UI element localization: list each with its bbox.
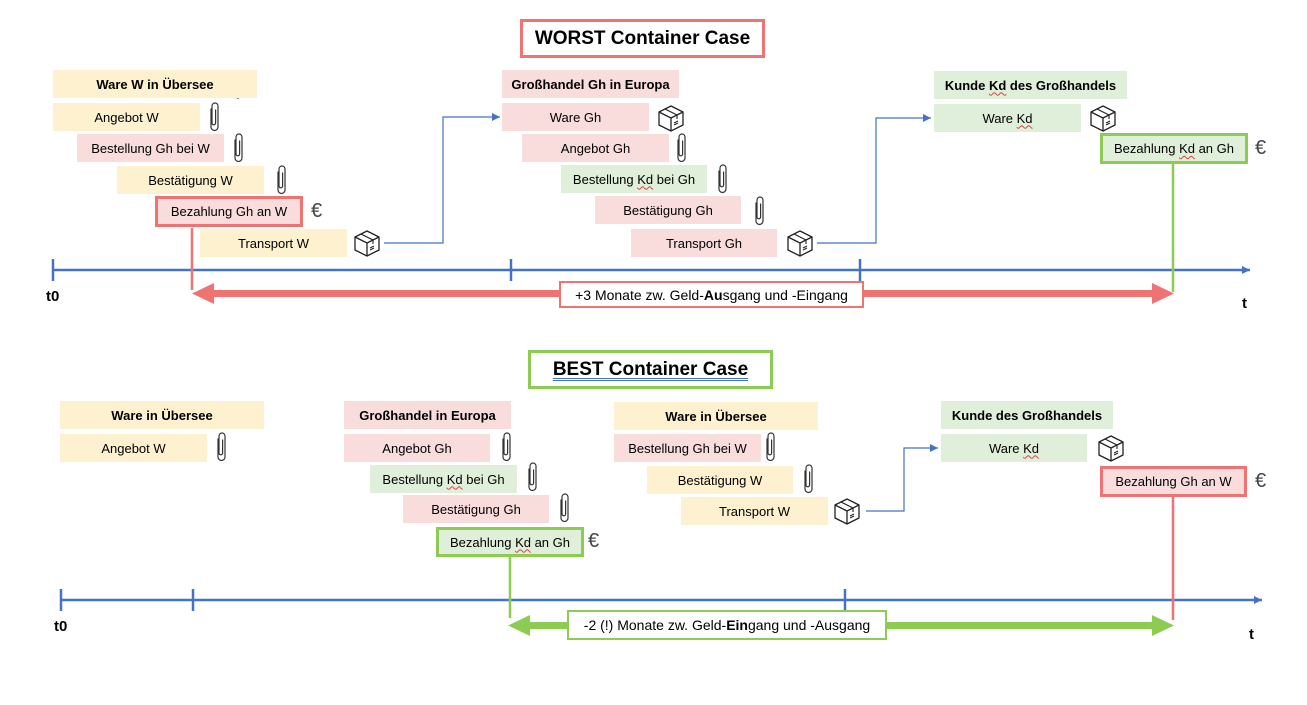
worst-kd-ware-pre: Ware (982, 110, 1017, 126)
best-w2-bestaetigung: Bestätigung W (647, 466, 793, 494)
package-icon (1090, 105, 1116, 132)
best-gh-bezahlung-pre: Bezahlung (450, 534, 516, 550)
worst-kd-header-kd: Kd (988, 77, 1007, 93)
best-gh-bestaetigung: Bestätigung Gh (403, 495, 549, 523)
euro-icon: € (588, 530, 600, 552)
best-gh-bestellung: Bestellung Kd bei Gh (370, 465, 517, 493)
worst-kd-header: Kunde Kd des Großhandels (934, 71, 1127, 99)
worst-kd-bezahlung-kd: Kd (1179, 141, 1195, 156)
best-w1-angebot: Angebot W (60, 434, 207, 462)
worst-kd-header-pre: Kunde (944, 77, 989, 93)
worst-w-bestellung: Bestellung Gh bei W (77, 134, 224, 162)
worst-w-bezahlung: Bezahlung Gh an W (155, 196, 303, 227)
worst-kd-bezahlung: Bezahlung Kd an Gh (1100, 133, 1248, 164)
worst-gh-transport: Transport Gh (631, 229, 777, 257)
best-w2-bestellung: Bestellung Gh bei W (614, 434, 761, 462)
best-note-bold: Ein (726, 617, 748, 633)
best-gh-bezahlung-post: an Gh (530, 534, 570, 550)
worst-kd-bezahlung-pre: Bezahlung (1114, 141, 1180, 156)
best-gh-bezahlung-kd: Kd (515, 534, 531, 550)
worst-connector-transport-w (384, 113, 500, 244)
worst-w-header: Ware W in Übersee (53, 70, 257, 98)
best-w2-transport: Transport W (681, 497, 828, 525)
best-kd-ware-pre: Ware (988, 440, 1024, 456)
best-duration-arrow-head-right (1152, 615, 1174, 636)
best-axis-start-label: t0 (54, 618, 68, 635)
best-w2-header: Ware in Übersee (614, 402, 818, 430)
package-icon (834, 498, 860, 525)
best-gh-header: Großhandel in Europa (344, 401, 511, 429)
worst-w-transport: Transport W (200, 229, 347, 257)
worst-w-bestaetigung: Bestätigung W (117, 166, 264, 194)
best-w1-header: Ware in Übersee (60, 401, 264, 429)
best-gh-bezahlung: Bezahlung Kd an Gh (436, 527, 584, 557)
best-kd-header: Kunde des Großhandels (941, 401, 1113, 429)
best-connector-transport-w (866, 444, 938, 512)
best-axis-end-label: t (1249, 626, 1254, 643)
package-icon (787, 230, 813, 257)
worst-gh-bestellung-post: bei Gh (653, 171, 696, 187)
best-case-title: BEST Container Case (528, 350, 773, 389)
worst-kd-header-post: des Großhandels (1006, 77, 1117, 93)
best-kd-ware-kd: Kd (1023, 440, 1040, 456)
paperclip-icon (755, 196, 764, 226)
worst-case-title: WORST Container Case (520, 19, 765, 58)
package-icon (354, 230, 380, 257)
best-note-pre: -2 (!) Monate zw. Geld- (583, 617, 727, 633)
paperclip-icon (718, 164, 727, 194)
worst-axis-start-label: t0 (46, 288, 60, 305)
worst-w-angebot: Angebot W (53, 103, 200, 131)
best-kd-ware: Ware Kd (941, 434, 1087, 462)
best-gh-bestellung-kd: Kd (446, 471, 463, 487)
euro-icon: € (1255, 470, 1267, 492)
euro-icon: € (1255, 137, 1267, 159)
best-duration-arrow-head-left (508, 615, 530, 636)
package-icon (1098, 435, 1124, 462)
worst-gh-bestellung-pre: Bestellung (572, 171, 638, 187)
worst-kd-ware: Ware Kd (934, 104, 1081, 132)
worst-gh-header: Großhandel Gh in Europa (502, 70, 679, 98)
paperclip-icon (766, 432, 775, 462)
paperclip-icon (677, 133, 686, 163)
package-icon (658, 105, 684, 132)
worst-note-post: sgang und -Eingang (722, 286, 848, 303)
best-kd-bezahlung: Bezahlung Gh an W (1100, 466, 1247, 497)
paperclip-icon (560, 493, 569, 523)
best-note-post: gang und -Ausgang (747, 617, 871, 633)
worst-duration-arrow-head-left (192, 283, 214, 304)
worst-kd-ware-kd: Kd (1016, 110, 1033, 126)
worst-gh-angebot: Angebot Gh (522, 134, 669, 162)
best-gh-bestellung-post: bei Gh (462, 471, 505, 487)
worst-axis-end-label: t (1242, 295, 1247, 312)
paperclip-icon (502, 432, 511, 462)
paperclip-icon (804, 464, 813, 494)
worst-kd-bezahlung-post: an Gh (1194, 141, 1234, 156)
worst-note-bold: Au (703, 286, 723, 303)
worst-gh-bestaetigung: Bestätigung Gh (595, 196, 741, 224)
worst-note-pre: +3 Monate zw. Geld- (575, 286, 704, 303)
best-case-title-text: BEST Container Case (552, 358, 749, 380)
paperclip-icon (210, 102, 219, 132)
best-gh-bestellung-pre: Bestellung (382, 471, 447, 487)
worst-gh-bestellung: Bestellung Kd bei Gh (561, 165, 707, 193)
best-gh-angebot: Angebot Gh (344, 434, 490, 462)
paperclip-icon (217, 432, 226, 462)
worst-connector-transport-gh (817, 114, 931, 244)
paperclip-icon (528, 462, 537, 492)
euro-icon: € (311, 200, 323, 222)
paperclip-icon (277, 165, 286, 195)
worst-gh-ware: Ware Gh (502, 103, 649, 131)
worst-gh-bestellung-kd: Kd (637, 171, 654, 187)
worst-duration-arrow-head-right (1152, 283, 1174, 304)
paperclip-icon (234, 133, 243, 163)
